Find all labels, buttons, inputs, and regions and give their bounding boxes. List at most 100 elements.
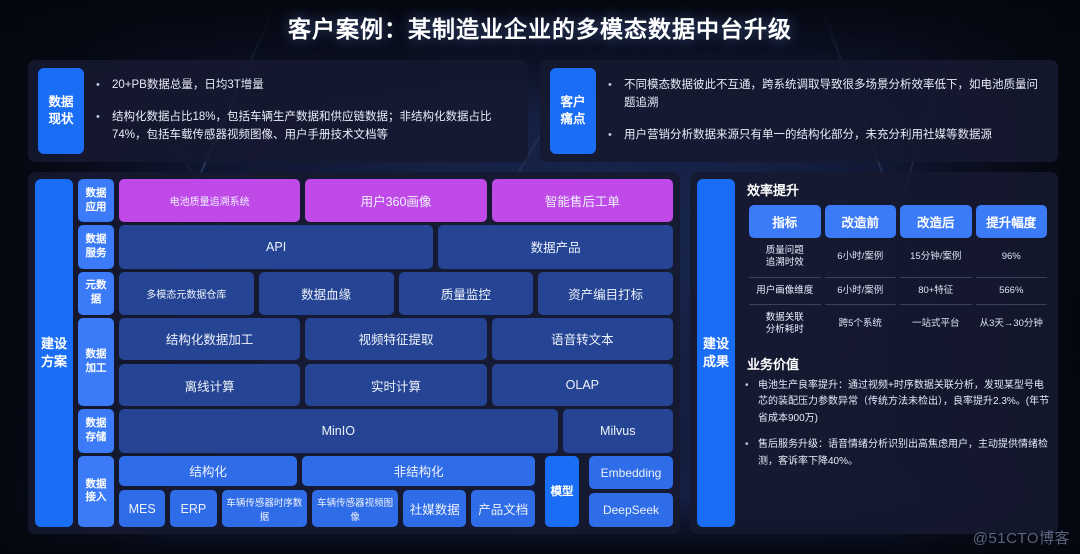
business-value-title: 业务价值 <box>747 356 800 372</box>
bullet-text: 用户营销分析数据来源只有单一的结构化部分，未充分利用社媒等数据源 <box>624 128 992 141</box>
arch-cell[interactable]: 结构化数据加工 <box>119 317 301 361</box>
arch-cell[interactable]: 用户360画像 <box>305 179 487 223</box>
arch-cell[interactable]: 实时计算 <box>305 364 487 407</box>
table-header-cell: 改造前 <box>824 205 896 238</box>
value-bullet-text: 售后服务升级：语音情绪分析识别出高焦虑用户，主动提供情绪检测，客诉率下降40%。 <box>758 439 1048 467</box>
arch-cell[interactable]: API <box>119 225 434 269</box>
table-header-row: 指标改造前改造后提升幅度 <box>749 205 1047 238</box>
arch-cell[interactable]: MinIO <box>119 409 558 453</box>
efficiency-title: 效率提升 <box>747 183 800 198</box>
table-cell: 从3天→30分钟 <box>979 318 1043 330</box>
table-cell: 15分钟/案例 <box>900 238 972 278</box>
scheme-tag: 建设方案 <box>35 179 73 527</box>
arch-cell[interactable]: 语音转文本 <box>491 317 673 361</box>
arch-cell[interactable]: 数据血缘 <box>258 271 394 315</box>
arch-cell[interactable]: 质量监控 <box>398 271 534 315</box>
ingest-top-cells: 结构化非结构化 <box>119 455 535 486</box>
table-cell: 用户画像维度 <box>749 278 821 306</box>
arch-cell[interactable]: 车辆传感器视频图像 <box>312 490 398 528</box>
arch-cell[interactable]: 产品文档 <box>471 490 535 528</box>
table-cell: 跨5个系统 <box>838 318 882 330</box>
table-cell: 一站式平台 <box>911 318 960 330</box>
bullet-dot-icon: • <box>745 379 749 391</box>
bullet-item: •不同模态数据彼此不互通，跨系统调取导致很多场景分析效率低下，如电池质量问题追溯 <box>608 77 1044 113</box>
value-bullet-item: • 售后服务升级：语音情绪分析识别出高焦虑用户，主动提供情绪检测，客诉率下降40%… <box>745 437 1051 470</box>
page-title: 客户案例：某制造业企业的多模态数据中台升级 <box>288 16 792 42</box>
arch-row-tag: 数据应用 <box>78 179 114 223</box>
table-cell: 6小时/案例 <box>824 278 896 306</box>
business-value-list: • 电池生产良率提升：通过视频+时序数据关联分析，发现某型号电芯的装配压力参数异常… <box>745 378 1051 481</box>
customer-painpoint-card: 客户痛点 •不同模态数据彼此不互通，跨系统调取导致很多场景分析效率低下，如电池质量… <box>540 60 1058 162</box>
ingest-row-tag: 数据接入 <box>78 455 114 528</box>
card-tag: 客户痛点 <box>550 68 596 154</box>
table-cell: 566% <box>975 278 1047 306</box>
card-tag: 数据现状 <box>38 68 84 154</box>
bullet-dot-icon: • <box>608 128 612 141</box>
arch-row: 元数据多模态元数据仓库数据血缘质量监控资产编目打标 <box>78 271 673 315</box>
bullet-dot-icon: • <box>608 79 612 92</box>
table-cell: 80+特征 <box>900 278 972 306</box>
arch-cell[interactable]: ERP <box>170 490 217 528</box>
bullet-item: • 用户营销分析数据来源只有单一的结构化部分，未充分利用社媒等数据源 <box>608 127 1044 145</box>
data-status-card: 数据现状 • 20+PB数据总量，日均3T增量 • 结构化数据占比18%，包括车辆生产数… <box>28 60 528 162</box>
arch-cell[interactable]: MES <box>119 490 166 528</box>
table-row: 数据关联分析耗时 跨5个系统 一站式平台 从3天→30分钟 <box>749 305 1047 344</box>
bullet-dot-icon: • <box>745 439 749 451</box>
bullet-text: 结构化数据占比18%，包括车辆生产数据和供应链数据；非结构化数据占比74%，包括… <box>112 111 492 141</box>
bullet-item: • 结构化数据占比18%，包括车辆生产数据和供应链数据；非结构化数据占比74%，包… <box>96 109 514 145</box>
arch-cell[interactable]: 数据产品 <box>438 225 673 269</box>
card-body: • 20+PB数据总量，日均3T增量 • 结构化数据占比18%，包括车辆生产数据和供应… <box>96 68 518 154</box>
model-cell[interactable]: Embedding <box>589 455 673 490</box>
arch-cell[interactable]: 多模态元数据仓库 <box>119 271 254 315</box>
arch-row: 数据应用电池质量追溯系统用户360画像智能售后工单 <box>78 179 673 223</box>
arch-cell[interactable]: 电池质量追溯系统 <box>119 179 301 223</box>
arch-cell[interactable]: 结构化 <box>119 455 298 486</box>
arch-cell[interactable]: 视频特征提取 <box>305 317 487 361</box>
watermark: @51CTO博客 <box>972 530 1070 547</box>
arch-cell[interactable]: 社媒数据 <box>402 490 467 528</box>
arch-cell[interactable]: Milvus <box>562 409 673 453</box>
bullet-dot-icon: • <box>96 111 100 124</box>
bullet-text: 20+PB数据总量，日均3T增量 <box>112 79 264 92</box>
model-cell[interactable]: DeepSeek <box>589 493 673 528</box>
arch-cell[interactable]: 智能售后工单 <box>491 179 673 223</box>
arch-subrow: 结构化数据加工视频特征提取语音转文本 <box>119 317 673 361</box>
arch-cell[interactable]: 离线计算 <box>119 364 301 407</box>
arch-row-tag: 元数据 <box>78 271 114 315</box>
table-cell: 96% <box>975 238 1047 278</box>
table-header-cell: 指标 <box>749 205 821 238</box>
arch-row-cells: 电池质量追溯系统用户360画像智能售后工单 <box>119 179 673 223</box>
arch-row-cells: 多模态元数据仓库数据血缘质量监控资产编目打标 <box>119 271 673 315</box>
arch-cell[interactable]: 资产编目打标 <box>538 271 673 315</box>
arch-cell[interactable]: 车辆传感器时序数据 <box>221 490 308 528</box>
table-cell: 质量问题追溯时效 <box>749 238 821 278</box>
table-cell: 数据关联分析耗时 <box>765 312 804 336</box>
arch-cell[interactable]: OLAP <box>491 364 673 407</box>
arch-row-tag: 数据服务 <box>78 225 114 269</box>
bullet-dot-icon: • <box>96 79 100 92</box>
table-header-cell: 改造后 <box>900 205 972 238</box>
value-bullet-text: 电池生产良率提升：通过视频+时序数据关联分析，发现某型号电芯的装配压力参数异常（… <box>758 379 1050 424</box>
arch-row-tag: 数据加工 <box>78 317 114 407</box>
bullet-item: • 20+PB数据总量，日均3T增量 <box>96 77 514 95</box>
arch-cell[interactable]: 非结构化 <box>302 455 535 486</box>
